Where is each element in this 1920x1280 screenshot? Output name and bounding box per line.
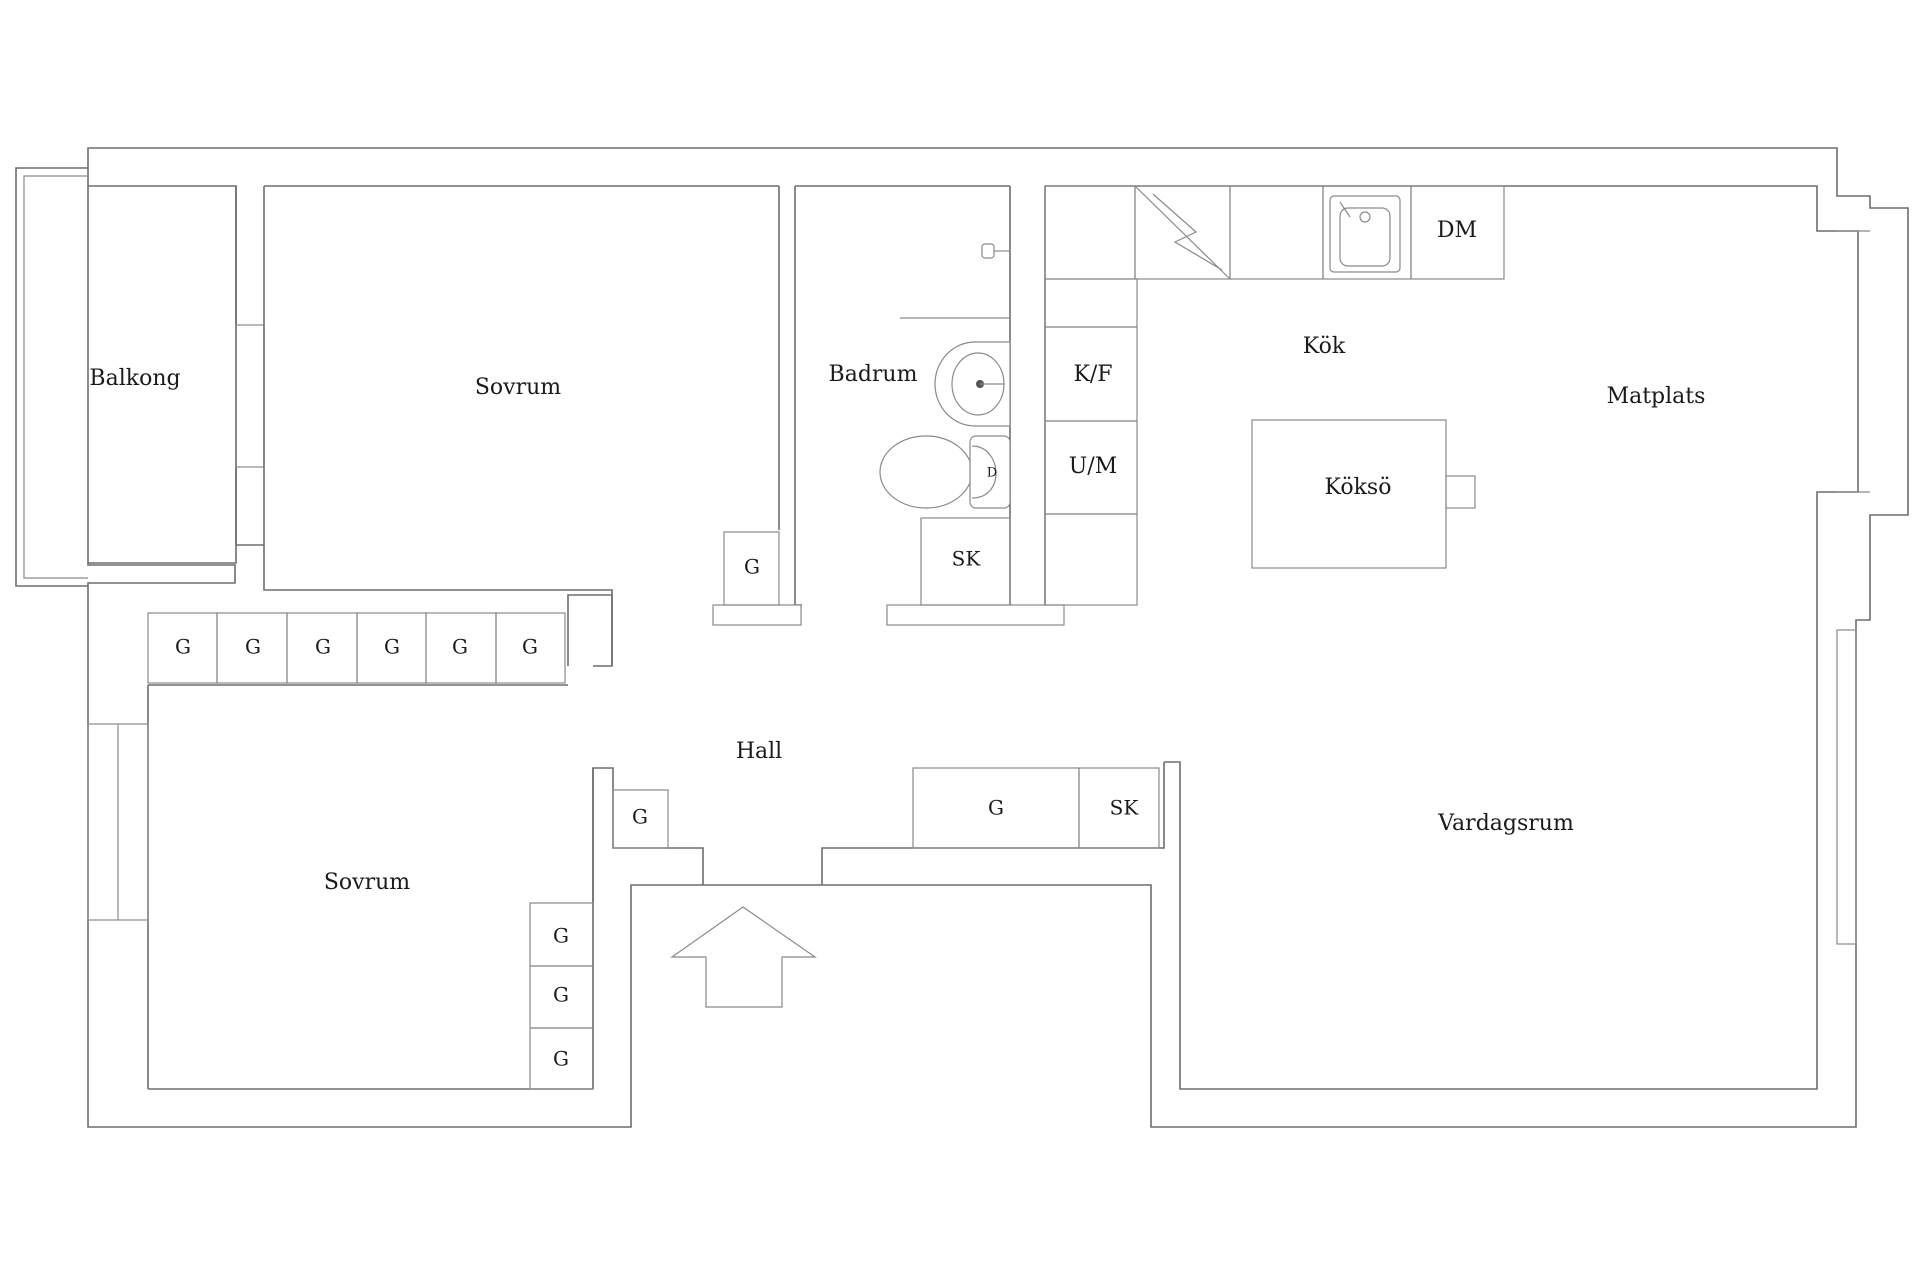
- wardrobe-bedroom-top: [723, 531, 780, 606]
- wardrobe-row-label: G: [245, 635, 261, 659]
- bedroom-top-door-threshold: [712, 604, 802, 626]
- wardrobe-hall-wide-label: G: [988, 796, 1004, 820]
- wardrobe-hall-small: [612, 789, 669, 849]
- balcony-wall: [88, 186, 237, 564]
- wardrobe-row-label: G: [315, 635, 331, 659]
- wardrobe-bedroom-bottom-3: [529, 1027, 594, 1090]
- living-room-window: [1836, 629, 1857, 945]
- dishwasher-cell: [1410, 185, 1505, 280]
- entrance-arrow-icon: [670, 906, 817, 1008]
- wardrobe-bedroom-top-label: G: [744, 555, 760, 579]
- balcony-railing: [15, 167, 88, 587]
- room-label-kok: Kök: [1303, 334, 1346, 359]
- room-label-hall: Hall: [736, 739, 782, 764]
- balcony-door: [235, 324, 265, 468]
- wardrobe-bedroom-bottom-label: G: [553, 924, 569, 948]
- stove-icon: [1134, 185, 1231, 280]
- wardrobe-row-label: G: [384, 635, 400, 659]
- closet-hall: [1078, 767, 1160, 849]
- bedroom-top-walls: [236, 186, 780, 667]
- room-label-matplats: Matplats: [1607, 384, 1706, 409]
- wardrobe-row-label: G: [522, 635, 538, 659]
- washbasin-icon: [934, 341, 1011, 427]
- wardrobe-bedroom-bottom: G G G: [529, 902, 594, 1090]
- bathroom-west-wall: [794, 186, 802, 606]
- wardrobe-row-6: [495, 612, 566, 684]
- room-label-sovrum-top: Sovrum: [475, 375, 561, 400]
- windows-east: [1836, 230, 1870, 945]
- bathroom-walls: D: [712, 186, 1065, 626]
- counter-middle: [1229, 185, 1324, 280]
- kitchen-sink-icon: [1329, 195, 1401, 273]
- hall-walls: [592, 762, 1165, 1089]
- closet-bathroom-label: SK: [952, 547, 982, 571]
- outer-wall-outline: [87, 147, 1909, 1128]
- bathroom-door-threshold: [886, 604, 1065, 626]
- bedroom-top-west-wall: [236, 186, 613, 667]
- kitchen-island-label: Köksö: [1325, 475, 1392, 500]
- wardrobe-bedroom-bottom-label: G: [553, 1047, 569, 1071]
- toilet-icon: D: [879, 435, 1011, 509]
- wardrobe-row-label: G: [175, 635, 191, 659]
- balcony: [15, 167, 265, 587]
- bedroom-bottom-north-wall: [147, 594, 613, 1089]
- room-label-vardagsrum: Vardagsrum: [1437, 811, 1574, 836]
- balcony-railing-inner: [23, 175, 88, 579]
- svg-text:D: D: [987, 466, 997, 481]
- oven-microwave-label: U/M: [1069, 454, 1117, 479]
- wardrobe-bedroom-bottom-label: G: [553, 983, 569, 1007]
- kitchen-counters: DM K/F U/M Köksö: [1044, 185, 1505, 606]
- closet-bathroom: [920, 517, 1011, 606]
- kitchen-island-extension: [1445, 475, 1476, 509]
- room-label-sovrum-bottom: Sovrum: [324, 870, 410, 895]
- inner-wall-outline: [88, 185, 1859, 1090]
- counter-side-top: [1044, 278, 1138, 328]
- wardrobe-row: G G G G G G: [147, 612, 566, 684]
- shower-head-icon: [981, 243, 1010, 259]
- room-label-badrum: Badrum: [829, 362, 918, 387]
- outer-walls: [87, 147, 1909, 1128]
- counter-corner: [1044, 185, 1136, 280]
- dishwasher-label: DM: [1437, 218, 1477, 243]
- fridge-freezer-label: K/F: [1073, 362, 1112, 387]
- wardrobe-hall-small-label: G: [632, 805, 648, 829]
- hall-structure: [87, 594, 1165, 1089]
- room-label-balkong: Balkong: [89, 366, 180, 391]
- closet-hall-label: SK: [1110, 796, 1140, 820]
- wardrobe-row-label: G: [452, 635, 468, 659]
- counter-side-bottom: [1044, 513, 1138, 606]
